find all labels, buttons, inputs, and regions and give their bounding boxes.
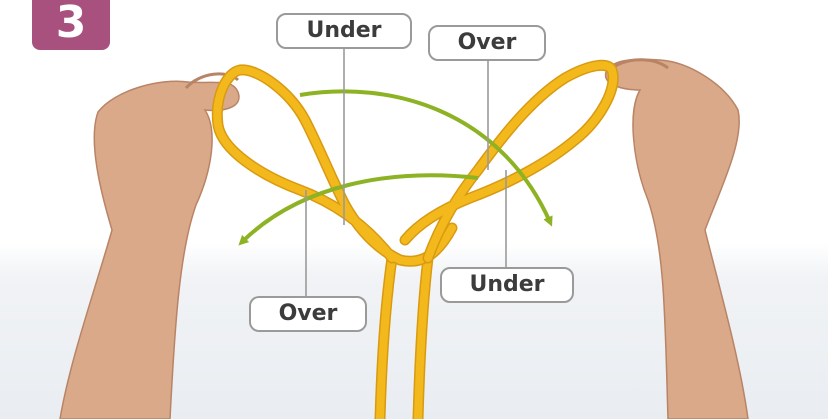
label-over-bottom-left: Over	[249, 296, 367, 332]
right-hand	[606, 59, 748, 419]
label-over-top-right: Over	[428, 25, 546, 61]
rope	[217, 65, 613, 419]
left-hand	[60, 74, 239, 419]
step-number-badge: 3	[32, 0, 110, 50]
label-under-bottom-right: Under	[440, 267, 574, 303]
label-under-top-left: Under	[276, 13, 412, 49]
